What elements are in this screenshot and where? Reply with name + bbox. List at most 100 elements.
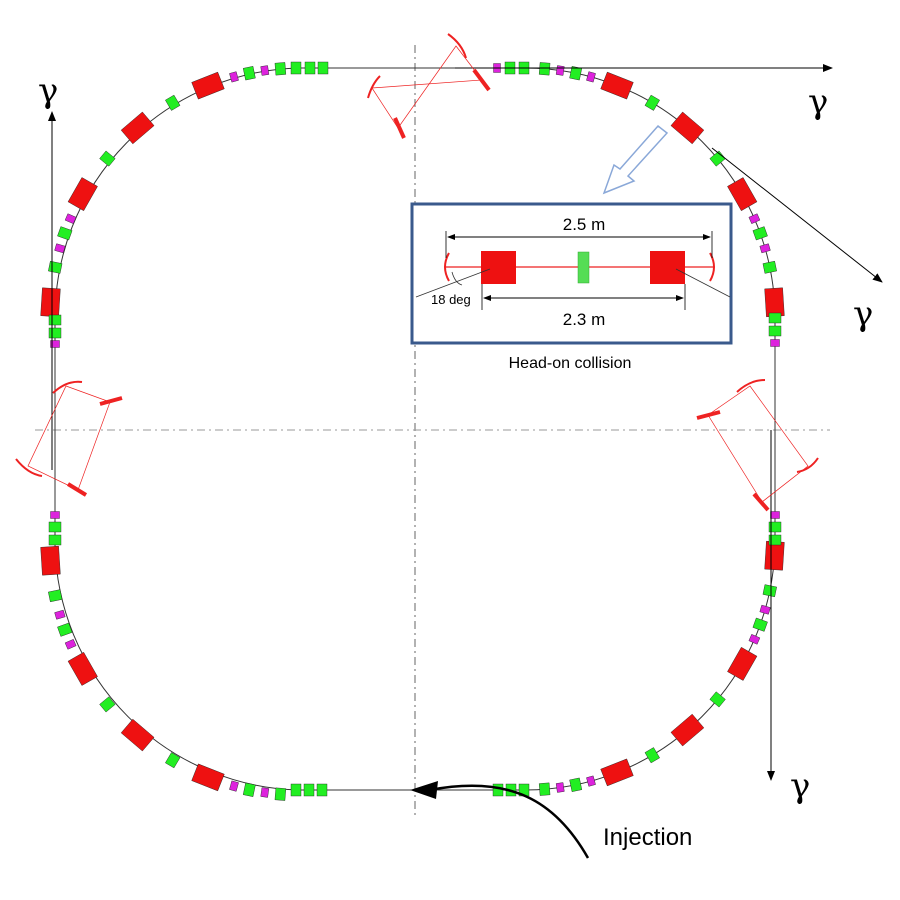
- sextupole-magnet: [50, 340, 60, 348]
- cavity-mirror: [752, 492, 770, 512]
- dipole-magnet: [600, 71, 634, 100]
- dipole-magnet: [67, 652, 98, 686]
- quadrupole-magnet: [242, 782, 256, 797]
- gamma-label-right: γ: [853, 294, 873, 334]
- inset-right-electron-path: [675, 268, 731, 298]
- quadrupole-magnet: [316, 783, 328, 797]
- sextupole-magnet: [586, 775, 596, 787]
- inset-length-inner-label: 2.3 m: [563, 310, 606, 329]
- cavity-beam-path: [707, 385, 809, 503]
- inset-left-dipole: [481, 251, 516, 284]
- quadrupole-magnet: [768, 312, 782, 324]
- quadrupole-magnet: [48, 260, 63, 274]
- sextupole-magnet: [260, 65, 270, 76]
- sextupole-magnet: [770, 511, 780, 519]
- head-on-collision-inset: 2.5 m 2.3 m 18 deg: [410, 202, 733, 345]
- dipole-magnet: [670, 713, 705, 747]
- laser-cavity-left: [15, 380, 123, 497]
- gamma-beam-lines: [48, 64, 883, 781]
- cavity-mirror: [796, 457, 819, 473]
- cavity-mirror: [393, 117, 406, 139]
- cavity-beam-path: [371, 45, 483, 129]
- sextupole-magnet: [748, 634, 761, 645]
- dipole-magnet: [727, 177, 758, 211]
- inset-caption: Head-on collision: [509, 355, 632, 372]
- cavity-mirror: [736, 379, 766, 393]
- sextupole-magnet: [586, 71, 596, 83]
- quadrupole-magnet: [752, 226, 768, 241]
- quadrupole-magnet: [57, 226, 73, 241]
- quadrupole-magnet: [762, 584, 777, 598]
- quadrupole-magnet: [274, 62, 287, 76]
- gamma-label-bottom-right: γ: [790, 766, 810, 806]
- gamma-beam-upper-right: [711, 147, 883, 283]
- inset-right-mirror: [709, 252, 715, 282]
- quadrupole-magnet: [57, 622, 73, 637]
- quadrupole-magnet: [768, 521, 782, 533]
- dipole-magnet: [67, 177, 98, 211]
- sextupole-magnet: [759, 243, 771, 254]
- quadrupole-magnet: [303, 783, 315, 797]
- quadrupole-magnet: [752, 617, 768, 632]
- sextupole-magnet: [54, 243, 66, 254]
- inset-right-dipole: [650, 251, 685, 284]
- laser-cavity-right: [696, 379, 819, 512]
- quadrupole-magnet: [48, 314, 62, 326]
- sextupole-magnet: [260, 787, 270, 798]
- quadrupole-magnet: [709, 150, 726, 167]
- dipole-magnet: [40, 545, 61, 576]
- sextupole-magnet: [229, 780, 239, 792]
- quadrupole-magnet: [165, 94, 181, 111]
- laser-cavity-top: [367, 33, 491, 139]
- quadrupole-magnet: [290, 783, 302, 797]
- quadrupole-magnet: [99, 696, 116, 713]
- quadrupole-magnet: [569, 66, 583, 81]
- inset-angle-label: 18 deg: [431, 292, 471, 307]
- quadrupole-magnet: [274, 787, 287, 801]
- dipole-magnet: [764, 287, 785, 318]
- quadrupole-magnet: [48, 534, 62, 546]
- sextupole-magnet: [64, 639, 77, 650]
- sextupole-magnet: [229, 71, 239, 83]
- sextupole-magnet: [748, 213, 761, 224]
- quadrupole-magnet: [48, 521, 62, 533]
- inset-angle-arc: [451, 271, 463, 286]
- cavity-mirror: [367, 75, 381, 99]
- quadrupole-magnet: [768, 534, 782, 546]
- quadrupole-magnet: [304, 61, 316, 75]
- sextupole-magnet: [64, 213, 77, 224]
- quadrupole-magnet: [48, 589, 63, 603]
- dipole-magnet: [120, 111, 155, 145]
- gamma-label-top-left: γ: [38, 71, 58, 111]
- sextupole-magnet: [759, 604, 771, 615]
- quadrupole-magnet: [569, 777, 583, 792]
- dipole-magnet: [727, 647, 758, 681]
- injection-arrowhead: [410, 781, 438, 799]
- quadrupole-magnet: [317, 61, 329, 75]
- quadrupole-magnet: [762, 260, 777, 274]
- sextupole-magnet: [770, 339, 780, 347]
- dipole-magnet: [40, 287, 61, 318]
- quadrupole-magnet: [99, 150, 116, 167]
- dipole-magnet: [191, 763, 225, 792]
- quadrupole-magnet: [709, 691, 726, 708]
- quadrupole-magnet: [644, 94, 660, 111]
- quadrupole-magnet: [644, 747, 660, 764]
- quadrupole-magnet: [538, 782, 551, 796]
- quadrupole-magnet: [165, 752, 181, 769]
- quadrupole-magnet: [48, 327, 62, 339]
- magnet-lattice: [40, 61, 785, 801]
- dipole-magnet: [191, 71, 225, 100]
- quadrupole-magnet: [492, 783, 504, 797]
- quadrupole-magnet: [768, 325, 782, 337]
- dipole-magnet: [764, 540, 785, 571]
- cavity-mirror: [447, 33, 467, 59]
- sextupole-magnet: [555, 65, 565, 76]
- sextupole-magnet: [54, 609, 66, 620]
- sextupole-magnet: [50, 511, 60, 519]
- cavity-beam-path: [27, 385, 111, 491]
- cavity-mirror: [99, 396, 123, 406]
- quadrupole-magnet: [242, 66, 256, 81]
- dipole-magnet: [120, 718, 155, 752]
